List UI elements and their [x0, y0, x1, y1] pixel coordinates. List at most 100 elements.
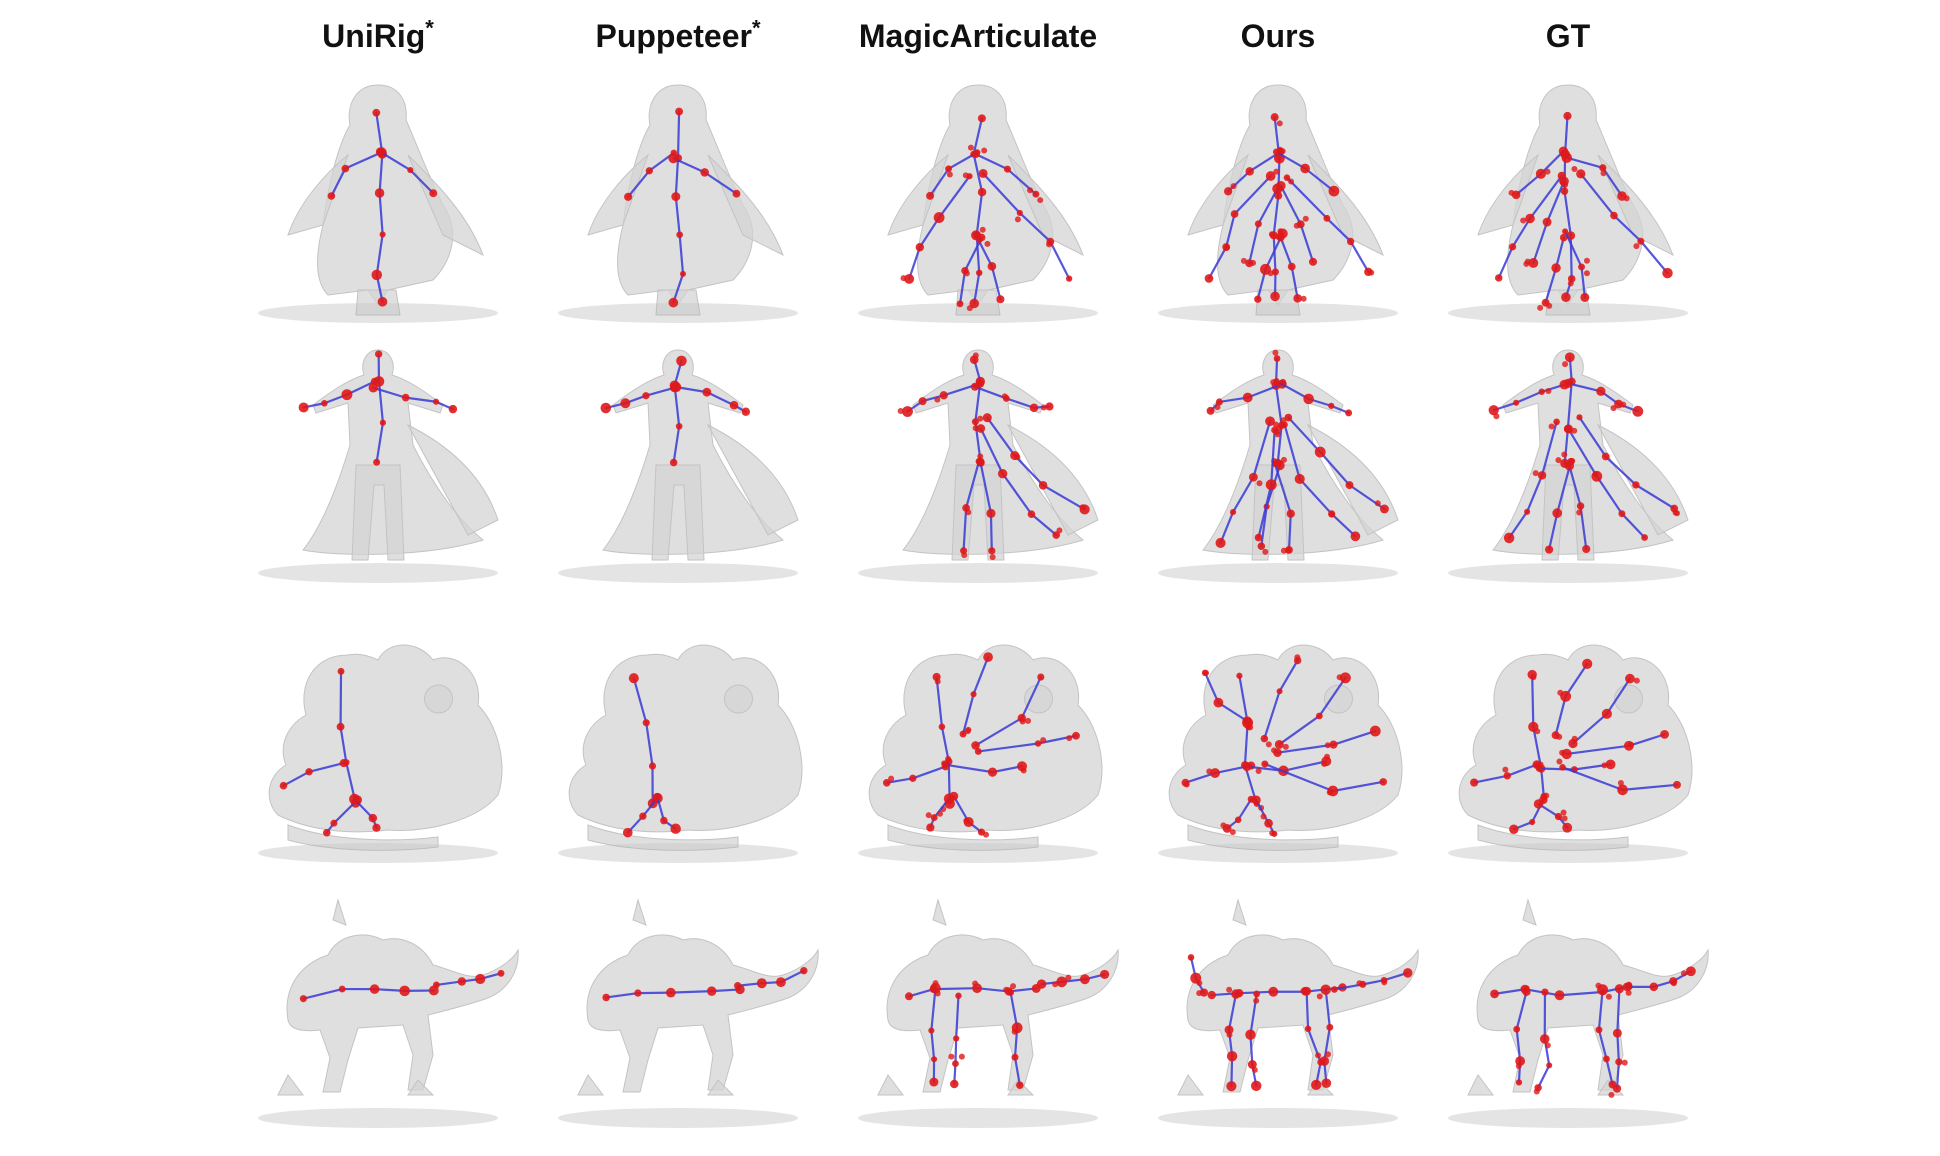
joint: [1539, 1034, 1550, 1044]
joint: [1674, 510, 1681, 517]
joint: [1019, 718, 1026, 725]
bone: [1621, 783, 1679, 791]
rig-render: [858, 644, 1103, 863]
joint: [299, 995, 307, 1003]
joint: [732, 189, 741, 198]
ground-shadow: [1158, 1108, 1398, 1128]
joint: [676, 231, 684, 239]
joint: [1248, 472, 1258, 482]
ground-shadow: [1448, 843, 1688, 863]
joint: [1213, 697, 1224, 708]
joint: [1523, 260, 1530, 267]
joint: [1276, 688, 1283, 695]
joint: [971, 150, 980, 159]
joint: [432, 981, 440, 989]
joint: [1275, 154, 1282, 161]
joint: [669, 458, 678, 467]
joint: [984, 240, 991, 247]
skeleton: [600, 355, 750, 467]
bone: [885, 777, 914, 784]
joint: [1328, 402, 1335, 409]
joint: [1336, 674, 1343, 681]
joint: [986, 508, 996, 518]
rig-render: [1448, 84, 1688, 323]
joint: [1614, 984, 1625, 994]
bone: [1278, 659, 1299, 693]
joint: [1552, 508, 1563, 518]
bone: [1571, 712, 1608, 745]
joint: [1272, 148, 1280, 156]
joint: [926, 823, 935, 832]
joint: [1046, 241, 1053, 248]
joint: [1251, 795, 1261, 805]
mesh-silhouette: [287, 84, 484, 316]
ground-shadow: [1158, 843, 1398, 863]
joint: [706, 986, 717, 996]
joint: [950, 1079, 959, 1089]
bone: [1639, 240, 1669, 275]
joint: [1315, 1052, 1322, 1059]
joint: [800, 966, 808, 975]
joint: [1513, 1025, 1521, 1033]
joint: [1294, 473, 1305, 484]
bone: [1030, 513, 1058, 537]
ground-shadow: [258, 563, 498, 583]
joint: [1215, 537, 1226, 548]
bone: [1299, 223, 1315, 263]
mesh-silhouette: [1458, 644, 1693, 851]
joint: [1569, 458, 1576, 465]
joint: [1541, 794, 1548, 801]
joint: [298, 402, 309, 413]
joint: [997, 468, 1008, 479]
bone: [1203, 671, 1220, 704]
bone: [1257, 483, 1273, 539]
rig-cell: [228, 615, 528, 875]
joint: [1308, 257, 1318, 266]
joint: [929, 1077, 939, 1087]
joint: [1270, 113, 1279, 122]
bone: [1246, 383, 1284, 399]
joint: [475, 973, 486, 985]
bone: [990, 265, 1002, 301]
joint: [1559, 749, 1566, 756]
joint: [1319, 1056, 1330, 1066]
joint: [1546, 1062, 1553, 1069]
skeleton: [1470, 658, 1681, 834]
joint: [1280, 547, 1287, 554]
column-label: GT: [1545, 18, 1591, 54]
joint: [1206, 406, 1215, 415]
joint: [1284, 413, 1293, 422]
joint: [1254, 533, 1263, 542]
bone: [991, 765, 1024, 774]
bone: [1616, 987, 1621, 1035]
joint: [962, 172, 969, 179]
joint: [967, 144, 974, 151]
joint: [1633, 243, 1640, 250]
column-label: UniRig: [322, 18, 426, 54]
joint: [1230, 183, 1237, 190]
bone: [958, 269, 967, 305]
joint: [1605, 759, 1616, 770]
joint: [1513, 399, 1520, 406]
joint: [953, 1035, 960, 1042]
bone: [674, 157, 680, 198]
joint: [1345, 481, 1354, 490]
joint: [399, 985, 410, 997]
bone: [972, 655, 990, 696]
mesh-silhouette: [577, 898, 819, 1096]
skeleton: [298, 350, 458, 466]
rig-cell: [528, 335, 828, 595]
joint: [925, 812, 932, 819]
joint: [1007, 989, 1015, 996]
joint: [1214, 404, 1221, 411]
bone: [1526, 474, 1544, 513]
joint: [624, 192, 633, 201]
bone: [1531, 673, 1535, 728]
ground-shadow: [558, 843, 798, 863]
joint: [1503, 532, 1515, 544]
joint: [1495, 274, 1503, 282]
joint: [1508, 189, 1515, 196]
bone: [1566, 380, 1573, 430]
bone: [1506, 763, 1538, 777]
joint: [1242, 392, 1253, 403]
